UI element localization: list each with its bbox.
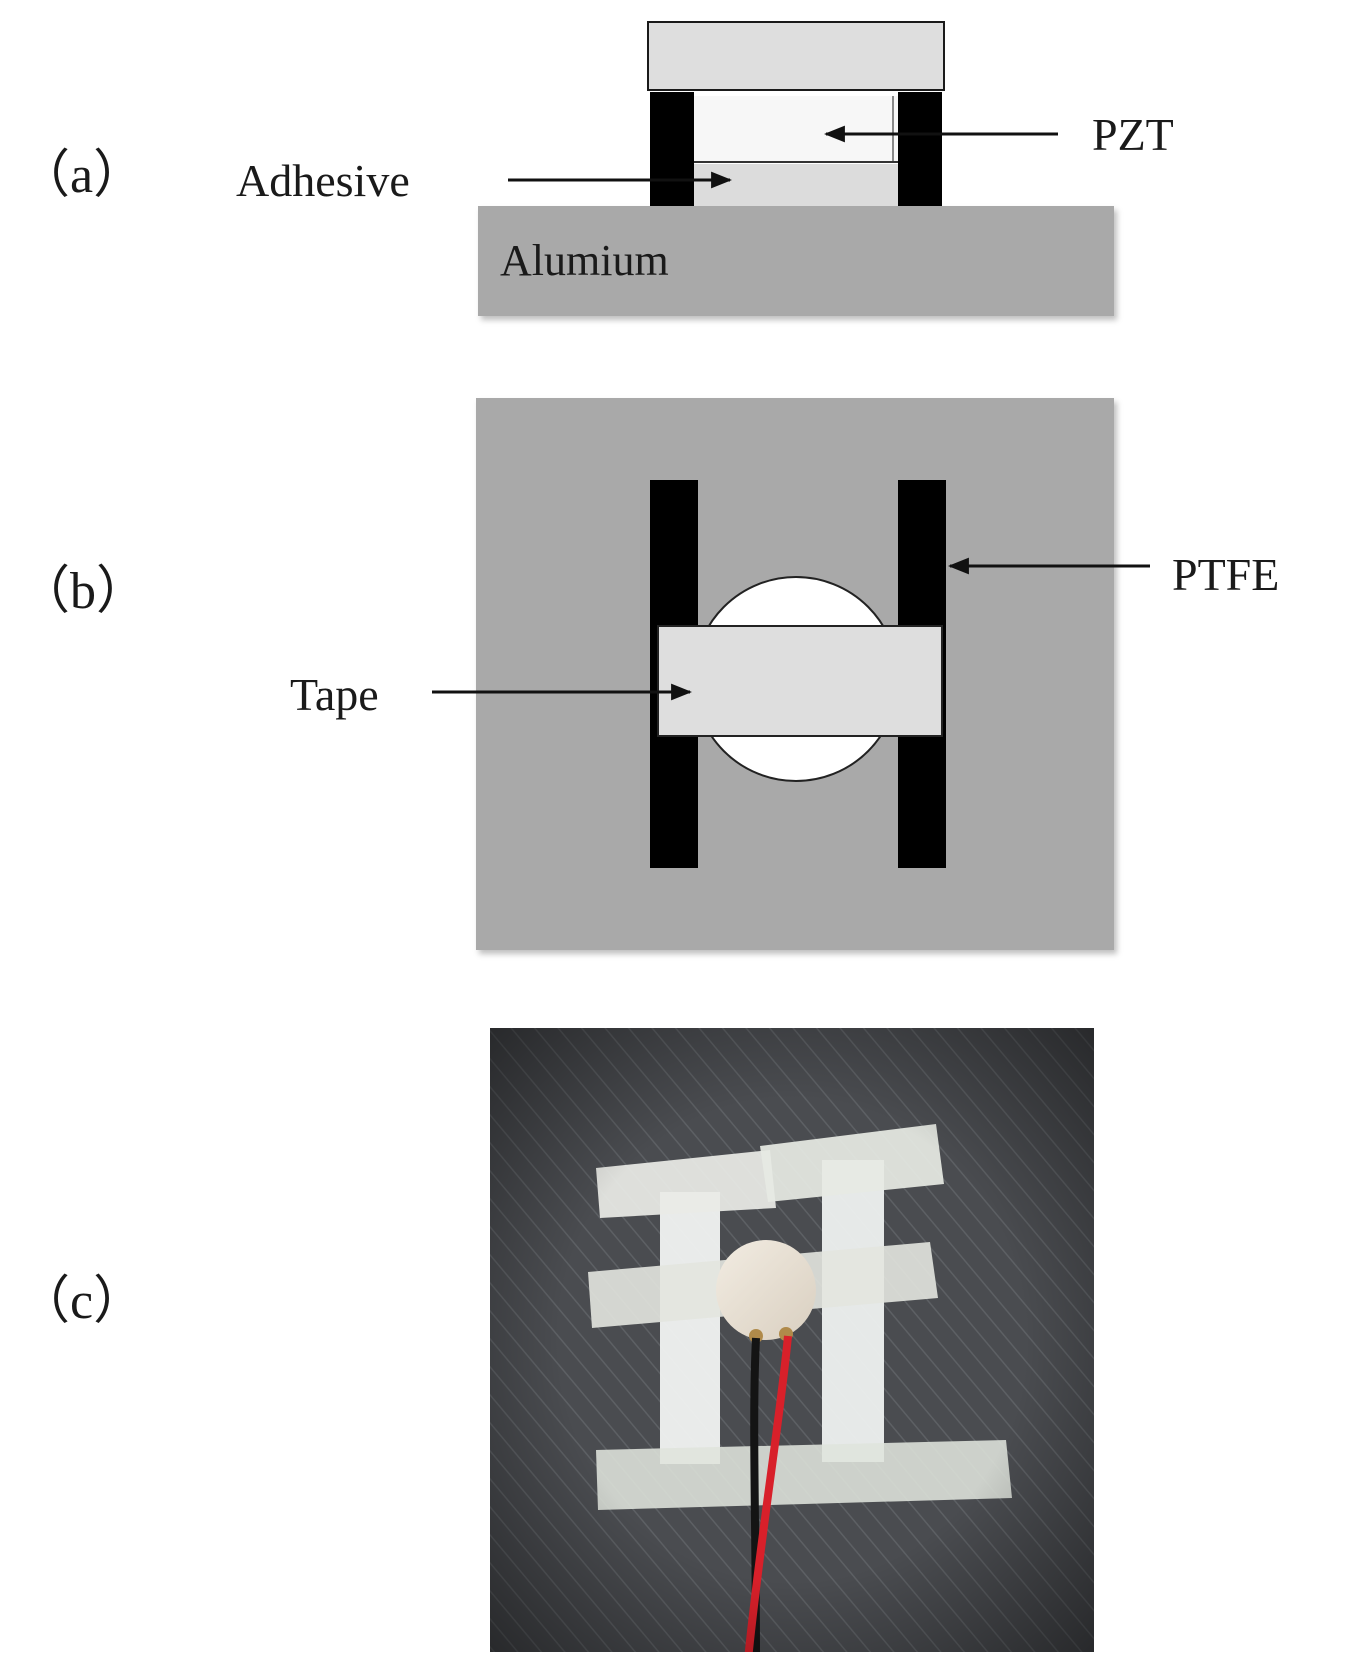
sensor-photo <box>490 1028 1094 1652</box>
pzt-element <box>694 96 898 162</box>
photo-vignette <box>490 1028 1094 1652</box>
tape-label: Tape <box>290 669 379 720</box>
substrate-label: Alumium <box>500 236 669 285</box>
panel-c-label: （c） <box>18 1273 145 1330</box>
ptfe-left-spacer <box>650 92 694 206</box>
panel-a-label: （a） <box>18 147 145 204</box>
tape-strip <box>657 625 943 737</box>
panel-b: （b） PTFE Tape <box>18 398 1279 950</box>
ptfe-label: PTFE <box>1172 549 1279 600</box>
aluminium-substrate <box>478 206 1114 316</box>
ptfe-right-spacer <box>898 92 942 206</box>
adhesive-label: Adhesive <box>236 155 410 206</box>
adhesive-layer <box>694 164 898 206</box>
panel-a: （a） Alumium PZT Adhesive <box>18 21 1174 316</box>
panel-c: （c） <box>18 1028 1094 1652</box>
top-cap <box>647 21 945 91</box>
pzt-label: PZT <box>1092 109 1174 160</box>
panel-b-label: （b） <box>18 563 148 620</box>
